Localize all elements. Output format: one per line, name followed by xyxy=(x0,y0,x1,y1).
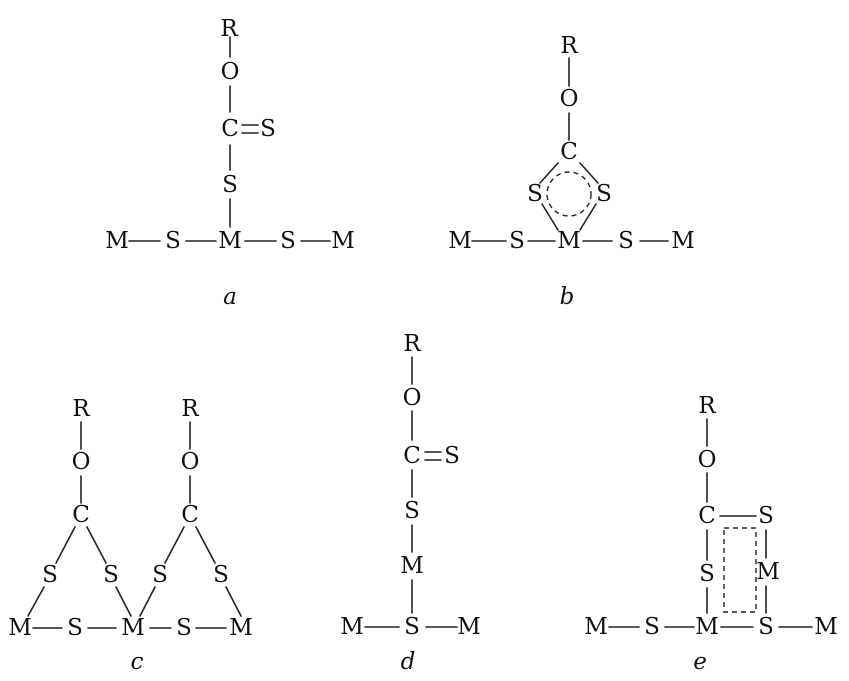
atom-M-left: M xyxy=(8,615,32,641)
atom-O: O xyxy=(221,59,240,85)
caption-c: c xyxy=(131,649,144,675)
caption-e: e xyxy=(693,649,707,675)
atom-R: R xyxy=(698,393,716,419)
atom-S: S xyxy=(222,172,238,198)
atom-C: C xyxy=(221,116,239,142)
bond xyxy=(539,162,559,184)
atom-M-center: M xyxy=(695,614,719,640)
atom-O: O xyxy=(560,86,579,112)
atom-S-left: S xyxy=(509,228,525,254)
atom-O: O xyxy=(698,447,717,473)
atom-M-center: M xyxy=(121,615,145,641)
atom-S-center: S xyxy=(404,614,420,640)
bond xyxy=(139,586,156,617)
bond xyxy=(164,526,185,564)
atom-S: S xyxy=(103,562,119,588)
structure-e: R O C S S M M S M S M e xyxy=(584,393,838,675)
atom-O: O xyxy=(181,449,200,475)
atom-R: R xyxy=(560,33,578,59)
bond xyxy=(115,586,132,617)
atom-S-far-left: S xyxy=(644,614,660,640)
atom-M-left: M xyxy=(105,228,129,254)
atom-R: R xyxy=(403,331,421,357)
atom-S-right: S xyxy=(618,228,634,254)
atom-M-center: M xyxy=(218,228,242,254)
atom-M-top: M xyxy=(400,553,424,579)
atom-S-right: S xyxy=(176,615,192,641)
atom-M-right: M xyxy=(331,228,355,254)
bond xyxy=(579,203,597,231)
caption-b: b xyxy=(560,284,575,310)
atom-S-right: S xyxy=(280,228,296,254)
structure-c: R O C S S R O C S S M S M S M c xyxy=(8,396,253,675)
atom-S: S xyxy=(152,562,168,588)
atom-M-center: M xyxy=(557,228,581,254)
structure-a: R O C S S M S M S M a xyxy=(105,16,355,310)
atom-C: C xyxy=(698,503,716,529)
atom-S-center: S xyxy=(758,614,774,640)
atom-S: S xyxy=(699,561,715,587)
atom-S: S xyxy=(213,562,229,588)
atom-C: C xyxy=(72,502,90,528)
atom-M-right: M xyxy=(671,228,695,254)
atom-R: R xyxy=(181,396,199,422)
structure-d: R O C S S M M S M d xyxy=(340,331,481,675)
atom-M-far-right: M xyxy=(814,614,838,640)
bond xyxy=(86,526,107,564)
atom-C: C xyxy=(560,139,578,165)
atom-C: C xyxy=(403,443,421,469)
atom-M-left: M xyxy=(448,228,472,254)
bond xyxy=(225,586,242,617)
bond xyxy=(55,526,76,564)
atom-M-mid: M xyxy=(756,559,780,585)
atom-M-right: M xyxy=(457,614,481,640)
atom-S-ring-left: S xyxy=(527,181,543,207)
bond xyxy=(195,526,216,564)
structure-b: R O C S S M S M S M b xyxy=(448,33,695,310)
atom-S-top-right: S xyxy=(758,503,774,529)
atom-S-ring-right: S xyxy=(596,181,612,207)
delocalized-ring xyxy=(546,171,592,217)
caption-a: a xyxy=(223,284,237,310)
dashed-four-center-box xyxy=(723,527,757,613)
atom-R: R xyxy=(220,16,238,42)
bond xyxy=(541,203,559,231)
atom-M-far-left: M xyxy=(584,614,608,640)
bond xyxy=(579,162,599,184)
atom-S-double: S xyxy=(444,443,460,469)
atom-S-double: S xyxy=(260,116,276,142)
atom-S-left: S xyxy=(165,228,181,254)
bond xyxy=(27,586,45,617)
atom-R: R xyxy=(72,396,90,422)
atom-M-right: M xyxy=(229,615,253,641)
atom-S-left: S xyxy=(67,615,83,641)
caption-d: d xyxy=(401,649,416,675)
atom-S: S xyxy=(404,498,420,524)
atom-S: S xyxy=(42,562,58,588)
atom-O: O xyxy=(403,385,422,411)
atom-O: O xyxy=(72,449,91,475)
atom-C: C xyxy=(181,502,199,528)
atom-M-left: M xyxy=(340,614,364,640)
